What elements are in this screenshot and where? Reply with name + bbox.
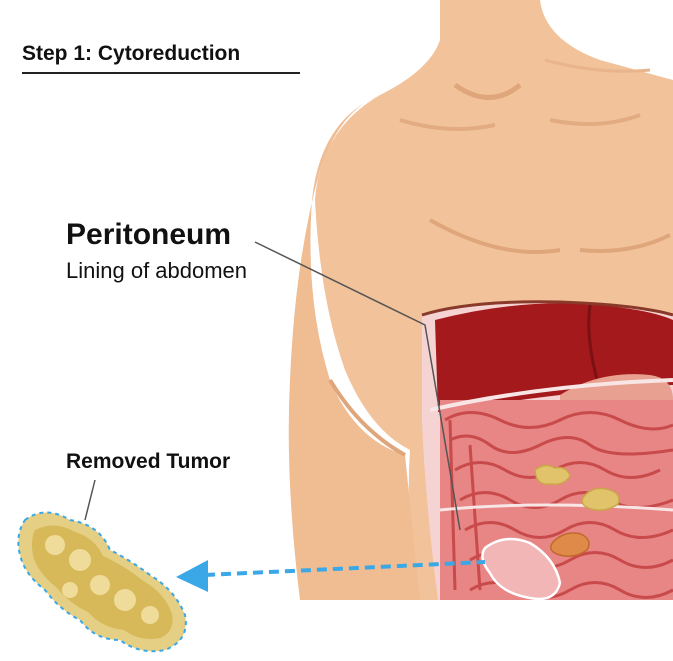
peritoneum-sublabel: Lining of abdomen: [66, 258, 247, 284]
peritoneum-label: Peritoneum: [66, 218, 231, 252]
removed-tumor-label: Removed Tumor: [66, 450, 230, 474]
abdominal-cavity: [422, 302, 673, 600]
step-title: Step 1: Cytoreduction: [22, 42, 240, 66]
tumor-leader-line: [85, 480, 95, 520]
removed-tumor: [18, 513, 186, 652]
step-title-underline: [22, 72, 300, 74]
